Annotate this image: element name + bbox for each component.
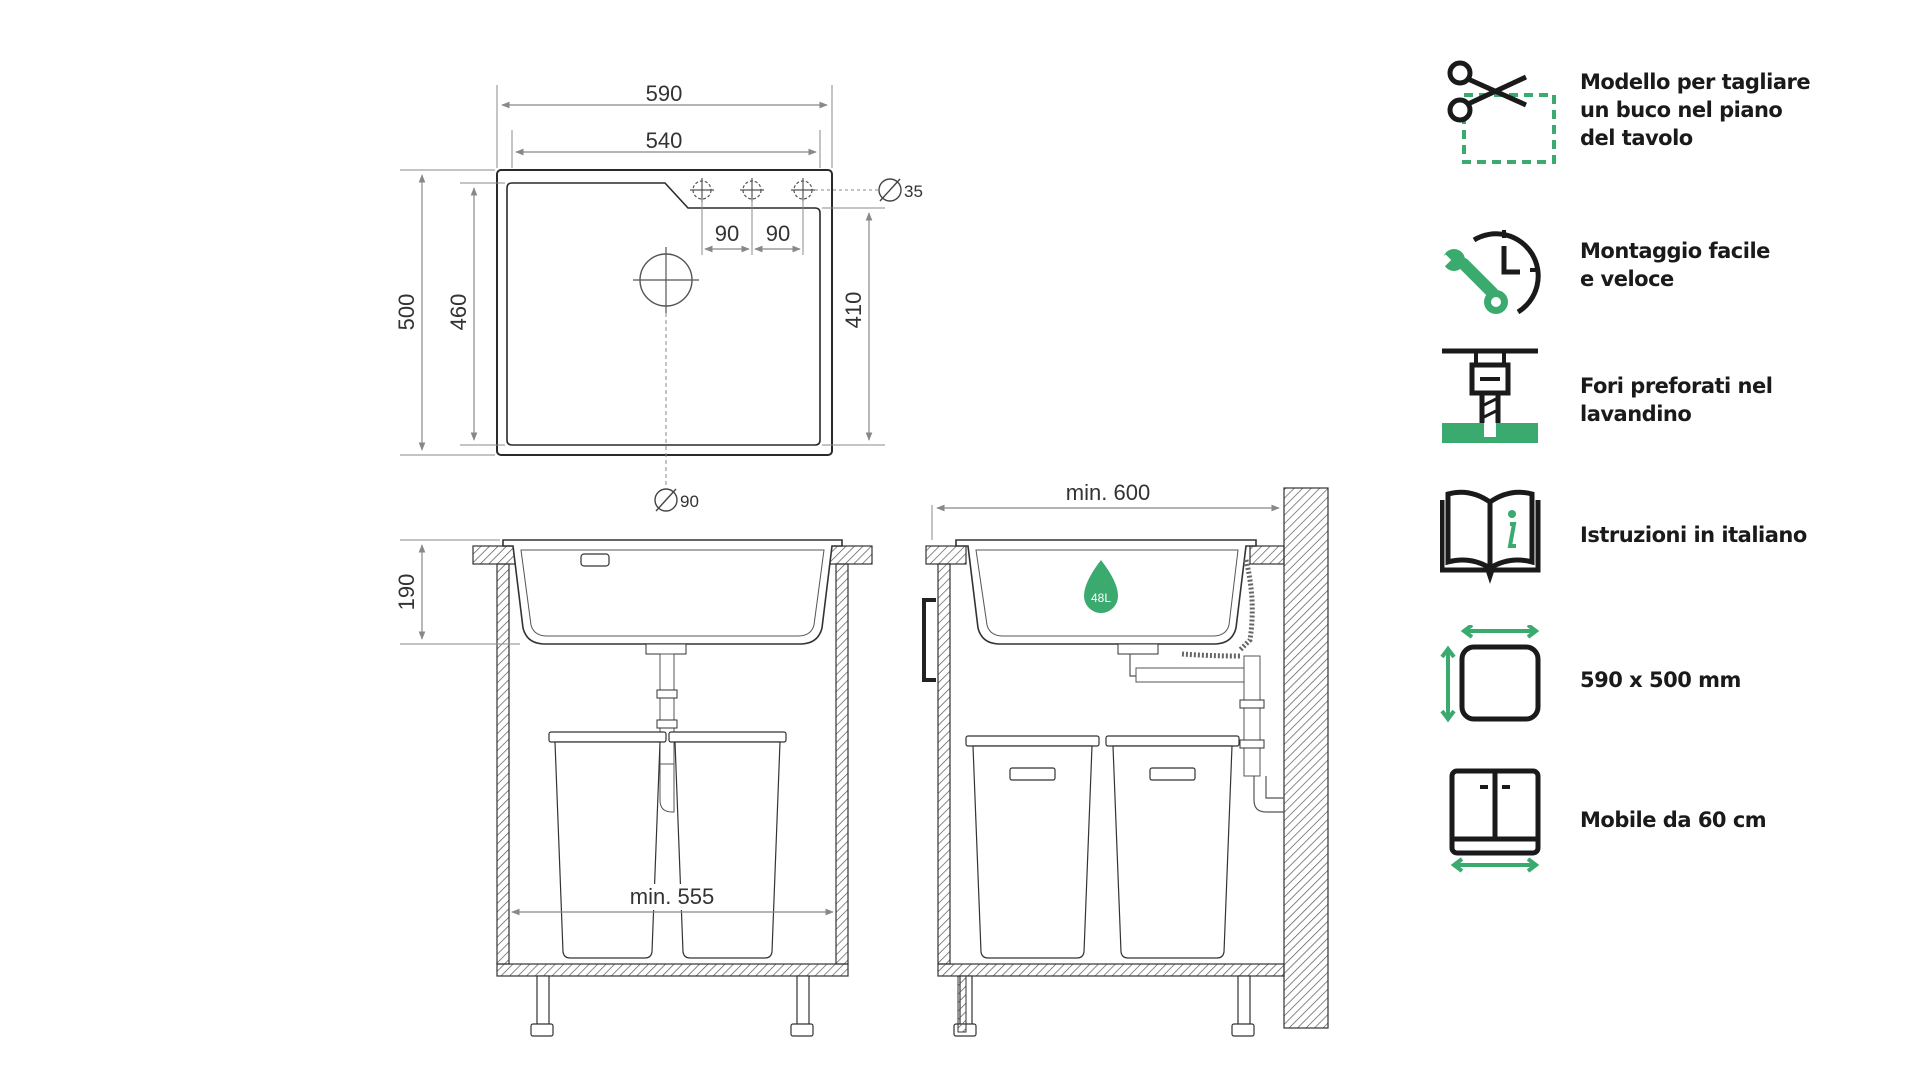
dim-width-outer: 590 <box>646 81 683 106</box>
cabinet-icon <box>1449 768 1541 873</box>
feature-label: Fori preforati nel lavandino <box>1580 374 1773 426</box>
sink-basin-outline <box>506 182 821 446</box>
side-view: 48L min. 600 <box>922 480 1329 1037</box>
drill-icon <box>1442 348 1538 443</box>
tap-hole-2 <box>740 178 764 202</box>
dim-drain-diameter: 90 <box>680 492 699 511</box>
clock-wrench-icon <box>1440 230 1541 315</box>
feature-label: Montaggio facile e veloce <box>1580 239 1770 291</box>
feature-label: Mobile da 60 cm <box>1580 808 1767 832</box>
tap-hole-1 <box>690 178 714 202</box>
sink-size-icon <box>1440 625 1541 723</box>
feature-label: Istruzioni in italiano <box>1580 523 1807 547</box>
dim-tap-hole-diameter: 35 <box>904 182 923 201</box>
water-drop-icon <box>1084 560 1118 613</box>
feature-size: 590 x 500 mm <box>1440 625 1900 735</box>
capacity-label: 48L <box>1091 591 1111 605</box>
feature-cut-template: Modello per tagliare un buco nel piano d… <box>1440 55 1900 165</box>
diameter-symbol-icon <box>878 178 902 202</box>
front-view: 190 min. 555 <box>394 539 873 1037</box>
dim-cabinet-min-front: min. 555 <box>630 884 714 909</box>
dim-height-right: 410 <box>841 292 866 329</box>
dim-height-inner: 460 <box>446 294 471 331</box>
book-info-icon <box>1440 489 1541 584</box>
dim-hole-spacing-1: 90 <box>715 221 739 246</box>
feature-instructions: Istruzioni in italiano <box>1440 480 1900 590</box>
top-view: 590 540 500 460 410 90 90 35 <box>394 81 923 512</box>
dim-hole-spacing-2: 90 <box>766 221 790 246</box>
feature-label: Modello per tagliare un buco nel piano d… <box>1580 70 1811 150</box>
dim-height-outer: 500 <box>394 294 419 331</box>
dim-depth: 190 <box>394 574 419 611</box>
feature-predrilled: Fori preforati nel lavandino <box>1440 345 1900 455</box>
dim-cabinet-min-side: min. 600 <box>1066 480 1150 505</box>
scissors-template-icon <box>1447 60 1556 164</box>
sink-outer-outline <box>496 169 833 456</box>
feature-easy-install: Montaggio facile e veloce <box>1440 210 1900 320</box>
feature-cabinet: Mobile da 60 cm <box>1440 765 1900 875</box>
diameter-symbol-icon <box>654 488 678 512</box>
tap-hole-3 <box>791 178 815 202</box>
feature-label: 590 x 500 mm <box>1580 668 1741 692</box>
dim-width-inner: 540 <box>646 128 683 153</box>
drain-hole <box>633 247 699 485</box>
